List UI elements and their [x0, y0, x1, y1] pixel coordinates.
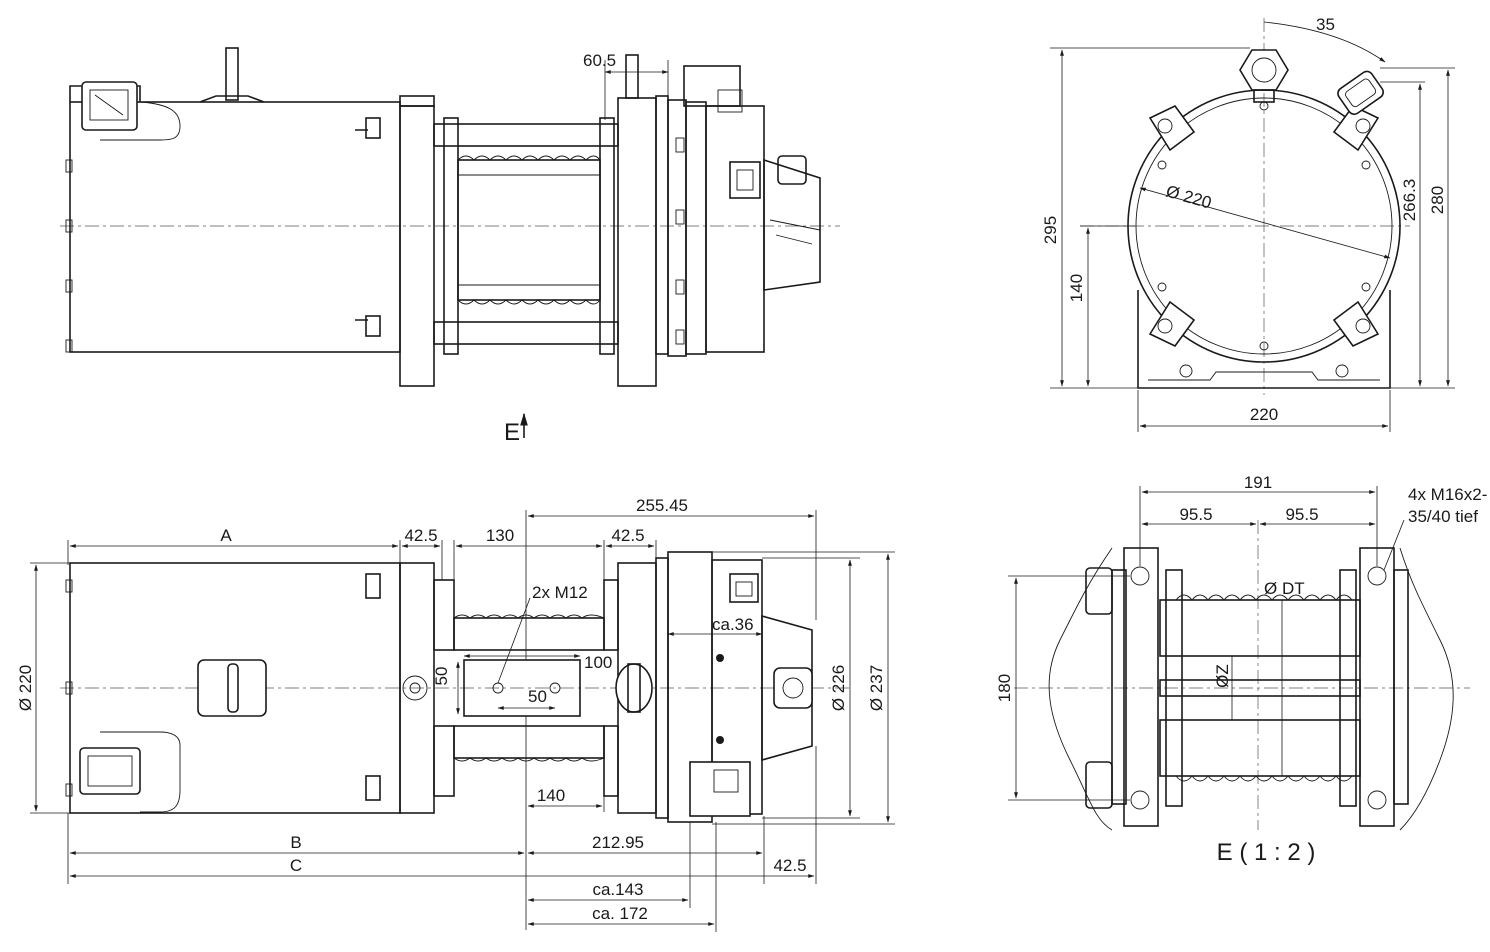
- dim-front-266: 266.3: [1400, 179, 1419, 222]
- dim-212-95: 212.95: [592, 833, 644, 852]
- dim-130: 130: [486, 526, 514, 545]
- note-2x-m12: 2x M12: [532, 583, 588, 602]
- dim-front-d220: Ø 220: [1164, 182, 1214, 213]
- dim-front-280: 280: [1428, 186, 1447, 214]
- dim-50-h: 50: [528, 687, 547, 706]
- dim-front-220: 220: [1250, 405, 1278, 424]
- dim-140: 140: [537, 786, 565, 805]
- dim-z: ØZ: [1213, 664, 1232, 688]
- dim-191: 191: [1244, 473, 1272, 492]
- dim-b: B: [290, 833, 301, 852]
- dim-c: C: [290, 856, 302, 875]
- dim-d237: Ø 237: [867, 665, 886, 711]
- dim-plan-d220: Ø 220: [16, 665, 35, 711]
- dim-front-140: 140: [1067, 274, 1086, 302]
- dim-50-v: 50: [432, 667, 451, 686]
- dim-ca-172: ca. 172: [592, 904, 648, 923]
- dim-100: 100: [584, 653, 612, 672]
- detail-label: E ( 1 : 2 ): [1217, 839, 1316, 866]
- dim-ca-143: ca.143: [592, 880, 643, 899]
- dim-42-5-a: 42.5: [404, 526, 437, 545]
- dim-42-5-b: 42.5: [611, 526, 644, 545]
- dim-angle-35: 35: [1316, 15, 1335, 34]
- note-thread-line1: 4x M16x2-: [1408, 485, 1487, 504]
- dim-95-5-a: 95.5: [1179, 505, 1212, 524]
- dim-a: A: [220, 526, 232, 545]
- dim-dt: Ø DT: [1264, 579, 1305, 598]
- side-view: 60.5 E: [60, 47, 840, 446]
- detail-view-e: 191 95.5 95.5 4x M16x2- 35/40 tief Ø DT …: [995, 473, 1487, 866]
- plan-view: A 42.5 130 42.5 255.45 2x M12 ca.36 100 …: [16, 496, 895, 932]
- dim-60-5: 60.5: [583, 51, 616, 70]
- dim-d226: Ø 226: [829, 665, 848, 711]
- note-thread-line2: 35/40 tief: [1408, 507, 1478, 526]
- dim-180: 180: [995, 674, 1014, 702]
- dim-255-45: 255.45: [636, 496, 688, 515]
- dim-front-295: 295: [1041, 216, 1060, 244]
- dim-ca-36: ca.36: [712, 615, 754, 634]
- view-label-e: E: [504, 419, 520, 446]
- front-view: Ø 220 35 295 140 266.3 280 220: [1041, 15, 1455, 432]
- dim-42-5-c: 42.5: [773, 856, 806, 875]
- dim-95-5-b: 95.5: [1285, 505, 1318, 524]
